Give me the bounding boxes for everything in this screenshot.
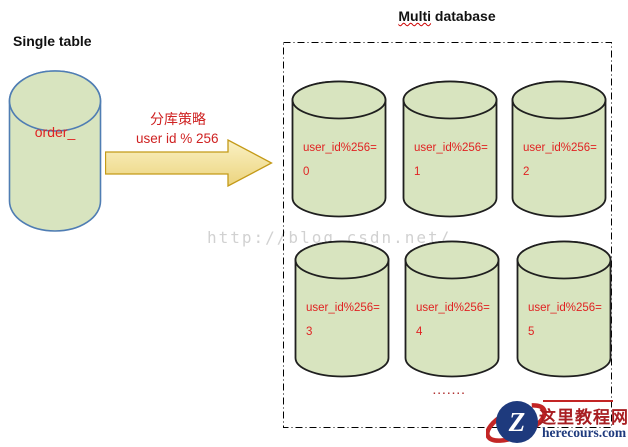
site-logo: Z 这里教程网 herecours.com — [486, 395, 628, 447]
multi-title-rest: database — [431, 8, 496, 24]
logo-z-icon: Z — [486, 401, 547, 443]
shard-formula-text: user id % 256 — [136, 131, 219, 146]
shard-cylinder-3: user_id%256= 3 — [294, 240, 390, 378]
shard-value: 2 — [523, 166, 530, 178]
logo-site-domain: herecours.com — [542, 425, 627, 440]
shard-value: 1 — [414, 166, 421, 178]
shard-label: user_id%256= — [303, 142, 377, 154]
shard-label: user_id%256= — [306, 302, 380, 314]
shard-value: 3 — [306, 326, 313, 338]
single-table-cylinder: order_ — [8, 70, 102, 232]
shard-label: user_id%256= — [528, 302, 602, 314]
shard-label: user_id%256= — [414, 142, 488, 154]
shard-strategy-text: 分库策略 — [150, 111, 206, 127]
shard-cylinder-5: user_id%256= 5 — [516, 240, 612, 378]
right-arrow-icon — [105, 139, 273, 187]
shard-value: 4 — [416, 326, 423, 338]
single-table-title: Single table — [13, 33, 92, 49]
logo-divider — [543, 400, 613, 402]
multi-database-boundary — [283, 42, 612, 428]
logo-letter: Z — [508, 407, 526, 437]
shard-cylinder-0: user_id%256= 0 — [291, 80, 387, 218]
shard-value: 0 — [303, 166, 310, 178]
single-table-label: order_ — [34, 124, 76, 140]
more-shards-ellipsis: ....... — [433, 386, 467, 397]
shard-cylinder-2: user_id%256= 2 — [511, 80, 607, 218]
logo-site-name: 这里教程网 — [539, 408, 628, 427]
watermark-text: http://blog.csdn.net/ — [207, 228, 452, 247]
shard-cylinder-1: user_id%256= 1 — [402, 80, 498, 218]
shard-value: 5 — [528, 326, 535, 338]
multi-title-word: Multi — [398, 8, 432, 24]
cylinder-shape-icon — [8, 70, 102, 232]
shard-label: user_id%256= — [523, 142, 597, 154]
shard-label: user_id%256= — [416, 302, 490, 314]
multi-database-title: Multi database — [283, 8, 611, 24]
shard-cylinder-4: user_id%256= 4 — [404, 240, 500, 378]
